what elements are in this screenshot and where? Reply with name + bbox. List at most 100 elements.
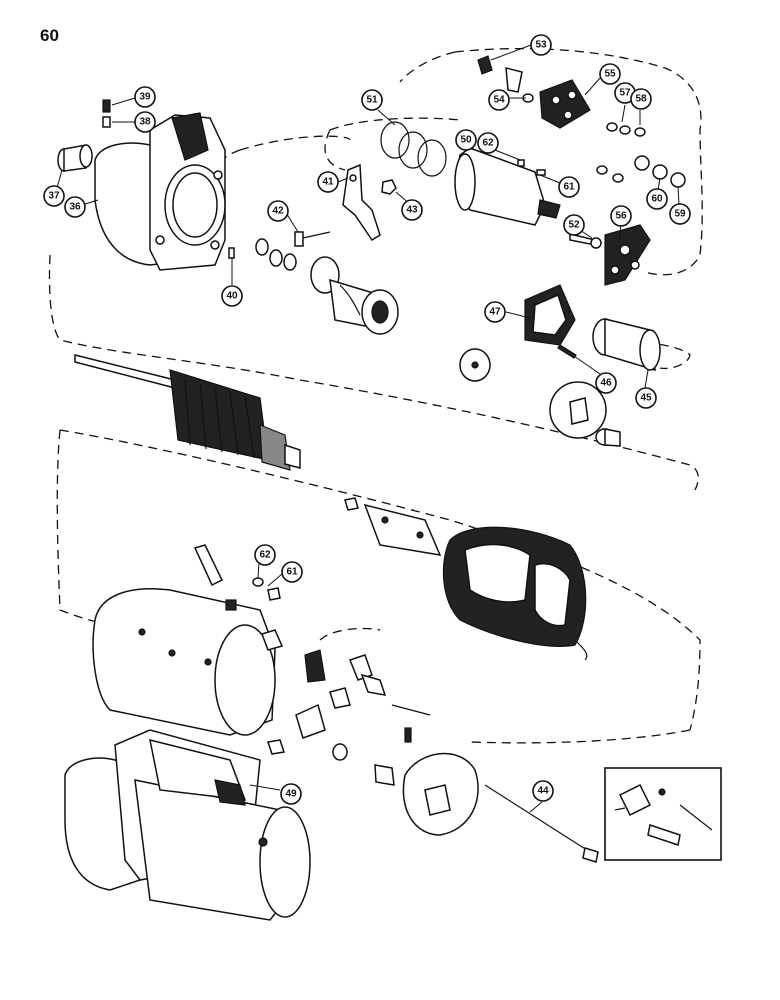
page-number: 60 (40, 26, 59, 45)
end-frame-outline (319, 627, 691, 744)
terminal-stud-52 (569, 233, 602, 249)
svg-text:47: 47 (489, 307, 501, 318)
svg-text:61: 61 (563, 182, 575, 193)
washers (255, 238, 297, 271)
svg-text:50: 50 (460, 135, 472, 146)
through-bolt-pin (391, 704, 431, 716)
svg-text:42: 42 (272, 206, 284, 217)
solenoid-group-outline-left (399, 51, 456, 83)
svg-text:62: 62 (482, 138, 494, 149)
callout-60: 60 (646, 188, 668, 210)
drive-pinion-assembly (310, 256, 399, 335)
callout-62-lower: 62 (254, 544, 276, 566)
commutator-end-frame (402, 753, 479, 836)
svg-text:36: 36 (69, 202, 81, 213)
svg-text:61: 61 (286, 567, 298, 578)
through-bolt-44 (484, 784, 599, 863)
svg-text:57: 57 (619, 88, 631, 99)
solenoid-group-outline (454, 47, 703, 276)
svg-text:51: 51 (366, 95, 378, 106)
field-coils (442, 526, 588, 661)
brush-holders (261, 629, 387, 755)
solenoid-cap-55 (539, 79, 591, 129)
callout-44: 44 (532, 780, 554, 802)
nuts-57-58 (606, 122, 646, 137)
svg-text:54: 54 (493, 95, 505, 106)
callout-52: 52 (563, 214, 585, 236)
drive-housing-36 (94, 112, 226, 271)
callout-37: 37 (43, 185, 65, 207)
svg-text:44: 44 (537, 786, 549, 797)
callout-61-lower: 61 (281, 561, 303, 583)
callout-62-upper: 62 (477, 132, 499, 154)
callout-40: 40 (221, 285, 243, 307)
end-frame-bushing (332, 727, 412, 786)
plunger-group-outline (324, 117, 461, 171)
callout-53: 53 (530, 34, 552, 56)
frame-group-outline (59, 429, 701, 731)
callout-36: 36 (64, 196, 86, 218)
spring-53 (477, 55, 493, 75)
shift-lever-41 (342, 163, 381, 242)
armature (74, 354, 301, 471)
svg-text:45: 45 (640, 393, 652, 404)
pole-screw (344, 497, 359, 511)
callout-39: 39 (134, 86, 156, 108)
terminal-insulator-56 (604, 224, 651, 286)
svg-text:62: 62 (259, 550, 271, 561)
svg-text:46: 46 (600, 378, 612, 389)
callout-49: 49 (280, 783, 302, 805)
svg-text:53: 53 (535, 40, 547, 51)
callout-41: 41 (317, 171, 339, 193)
callout-42: 42 (267, 200, 289, 222)
screws-61-62-frame (225, 577, 281, 611)
callout-58: 58 (630, 88, 652, 110)
drive-housing-outline (214, 135, 351, 171)
svg-text:56: 56 (615, 211, 627, 222)
svg-text:41: 41 (322, 177, 334, 188)
svg-text:40: 40 (226, 291, 238, 302)
solenoid-50 (454, 147, 561, 226)
callout-61-upper: 61 (558, 176, 580, 198)
svg-text:37: 37 (48, 191, 60, 202)
callout-47: 47 (484, 301, 506, 323)
svg-text:55: 55 (604, 69, 616, 80)
plunger-45 (592, 318, 661, 372)
bushing-37 (57, 144, 93, 172)
drive-group-outline (48, 254, 699, 491)
pin-46 (557, 344, 577, 359)
nuts-59-60 (596, 155, 686, 188)
leader-lines (54, 44, 680, 813)
svg-text:60: 60 (651, 194, 663, 205)
svg-text:43: 43 (406, 205, 418, 216)
plug-39 (102, 99, 111, 113)
svg-text:52: 52 (568, 220, 580, 231)
callout-45: 45 (635, 387, 657, 409)
gasket-47 (524, 284, 576, 346)
callout-46: 46 (595, 372, 617, 394)
field-pole-shoe (363, 503, 442, 556)
callout-51: 51 (361, 89, 383, 111)
brush-spring (193, 544, 223, 587)
callout-54: 54 (488, 89, 510, 111)
callout-43: 43 (401, 199, 423, 221)
nut-43 (381, 179, 397, 195)
retaining-rings-51 (380, 121, 447, 177)
wick-38 (102, 116, 111, 128)
callout-55: 55 (599, 63, 621, 85)
svg-text:49: 49 (285, 789, 297, 800)
armature-group-outline (56, 429, 251, 641)
svg-text:58: 58 (635, 94, 647, 105)
shift-lever-bolt-42 (294, 231, 331, 247)
inset-box (604, 767, 722, 861)
callout-38: 38 (134, 111, 156, 133)
callout-50: 50 (455, 129, 477, 151)
plug-40 (228, 247, 235, 259)
washer (459, 348, 491, 382)
plunger-pin-53 (505, 67, 523, 93)
callout-56: 56 (610, 205, 632, 227)
callout-59: 59 (669, 203, 691, 225)
svg-text:39: 39 (139, 92, 151, 103)
bushing (595, 428, 621, 447)
